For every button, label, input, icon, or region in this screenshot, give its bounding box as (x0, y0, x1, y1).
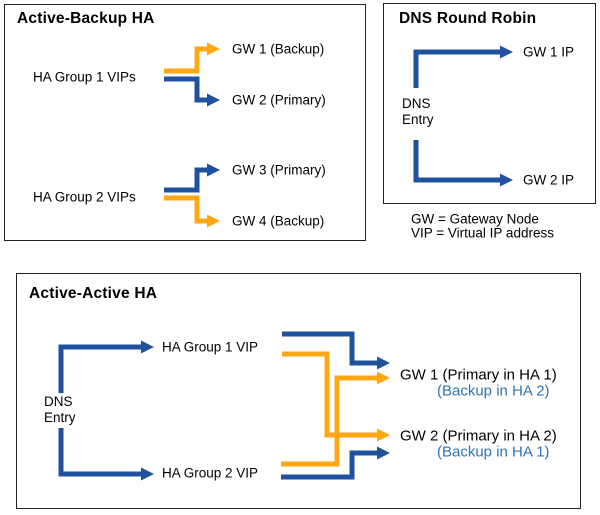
arrow-dnsentry-to-gw2ip (413, 140, 513, 187)
arrow-hagroup1-to-gw1-backup (164, 42, 220, 74)
arrow-vip1-primary-to-gw1 (282, 331, 390, 370)
dns-entry-label-aa: DNS Entry (44, 394, 76, 425)
ha-group-2-vips-label: HA Group 2 VIPs (33, 189, 136, 205)
gw2-backup-ha1-label: (Backup in HA 1) (437, 443, 550, 461)
arrow-hagroup1-to-gw2-primary (164, 76, 220, 107)
gw2-primary-label: GW 2 (Primary) (232, 92, 326, 108)
arrow-vip2-primary-to-gw2 (281, 446, 390, 480)
active-backup-box (4, 4, 366, 241)
arrow-dnsentry-to-hagroup2vip (58, 428, 154, 481)
arrow-hagroup2-to-gw3-primary (164, 163, 220, 193)
legend-vip-definition: VIP = Virtual IP address (411, 225, 554, 241)
gw1-ip-label: GW 1 IP (523, 44, 575, 60)
gw2-ip-label: GW 2 IP (523, 172, 575, 188)
gw4-backup-label: GW 4 (Backup) (232, 213, 325, 229)
arrow-hagroup2-to-gw4-backup (164, 195, 220, 228)
active-backup-title: Active-Backup HA (17, 10, 155, 27)
active-active-box (16, 273, 581, 509)
active-active-title: Active-Active HA (29, 285, 158, 302)
arrow-dnsentry-to-hagroup1vip (58, 340, 154, 393)
gw1-primary-ha1-label: GW 1 (Primary in HA 1) (400, 366, 557, 384)
dns-round-robin-box (383, 3, 596, 204)
arrow-vip2-backup-to-gw1 (281, 371, 390, 467)
gw3-primary-label: GW 3 (Primary) (232, 162, 326, 178)
gw1-backup-ha2-label: (Backup in HA 2) (437, 382, 550, 400)
gw1-backup-label: GW 1 (Backup) (232, 41, 325, 57)
ha-group-2-vip-label: HA Group 2 VIP (162, 465, 259, 481)
arrow-vip1-backup-to-gw2 (282, 351, 390, 442)
dns-round-robin-title: DNS Round Robin (399, 10, 537, 27)
arrow-dnsentry-to-gw1ip (413, 45, 513, 88)
gw2-primary-ha2-label: GW 2 (Primary in HA 2) (400, 427, 557, 445)
dns-entry-label-rr: DNS Entry (402, 96, 434, 127)
ha-group-1-vip-label: HA Group 1 VIP (162, 339, 259, 355)
ha-group-1-vips-label: HA Group 1 VIPs (33, 69, 136, 85)
legend-gw-definition: GW = Gateway Node (411, 211, 539, 227)
